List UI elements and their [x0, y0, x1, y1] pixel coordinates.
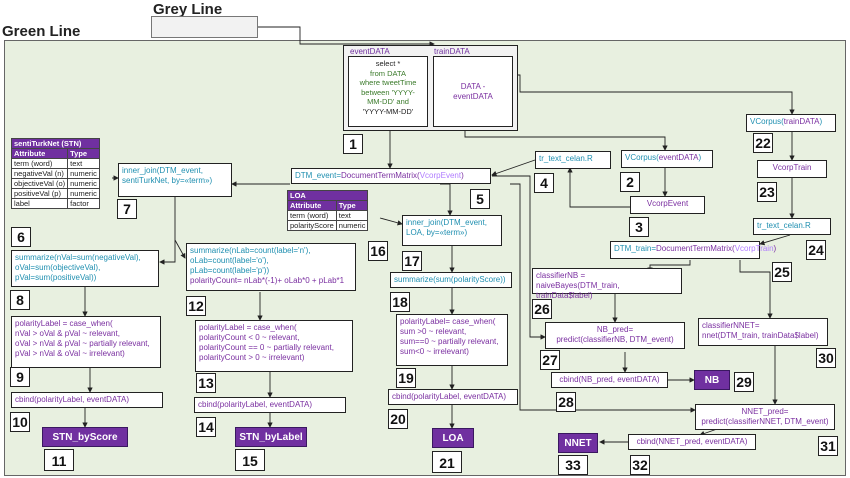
- train-data-box: DATA - eventDATA: [433, 56, 513, 127]
- cbind-nb-box: cbind(NB_pred, eventDATA): [551, 372, 668, 388]
- dtm-event-box: DTM_event=DocumentTermMatrix(VcorpEvent): [291, 168, 491, 184]
- step-number-33: 33: [558, 455, 588, 475]
- step-number-3: 3: [629, 217, 649, 237]
- step-number-19: 19: [396, 368, 416, 388]
- polarity-label-values-box: polarityLabel = case_when(nVal > oVal & …: [11, 316, 161, 368]
- classifier-nb-box: classifierNB =naiveBayes(DTM_train, trai…: [532, 268, 682, 300]
- train-data-label: trainDATA: [434, 47, 470, 56]
- step-number-28: 28: [556, 392, 576, 412]
- polarity-label-sum-box: polarityLabel= case_when(sum >0 ~ releva…: [396, 314, 508, 366]
- tr-text-clean-train-box: tr_text_celan.R: [753, 218, 831, 235]
- vcorpus-event-box: VCorpus(eventDATA): [621, 150, 713, 168]
- nb-pred-box: NB_pred=predict(classifierNB, DTM_event): [545, 322, 685, 349]
- step-number-10: 10: [10, 412, 30, 432]
- step-number-25: 25: [772, 262, 792, 282]
- step-number-2: 2: [620, 172, 640, 192]
- step-number-8: 8: [10, 290, 30, 310]
- inner-join-loa-box: inner_join(DTM_event,LOA, by=«term»): [402, 215, 502, 246]
- cbind-loa-box: cbind(polarityLabel, eventDATA): [388, 389, 518, 405]
- step-number-32: 32: [630, 455, 650, 475]
- step-number-24: 24: [806, 240, 826, 260]
- step-number-4: 4: [534, 173, 554, 193]
- step-number-1: 1: [343, 134, 363, 154]
- cbind-label-box: cbind(polarityLabel, eventDATA): [194, 397, 346, 413]
- grey-line-title: Grey Line: [153, 1, 223, 18]
- grey-line-box: [151, 16, 258, 38]
- step-number-26: 26: [532, 299, 552, 319]
- step-number-21: 21: [432, 451, 462, 473]
- inner-join-stn-box: inner_join(DTM_event,sentiTurkNet, by=«t…: [118, 163, 232, 197]
- event-data-label: eventDATA: [350, 47, 390, 56]
- summarize-values-box: summarize(nVal=sum(negativeVal),oVal=sum…: [11, 250, 159, 287]
- cbind-nnet-box: cbind(NNET_pred, eventDATA): [628, 434, 756, 450]
- step-number-7: 7: [117, 199, 137, 219]
- nb-output: NB: [694, 370, 730, 390]
- nnet-output: NNET: [558, 433, 598, 453]
- cbind-score-box: cbind(polarityLabel, eventDATA): [11, 392, 163, 408]
- step-number-30: 30: [816, 348, 836, 368]
- step-number-14: 14: [196, 417, 216, 437]
- step-number-15: 15: [235, 449, 265, 471]
- summarize-labels-box: summarize(nLab=count(label='n'),oLab=cou…: [186, 243, 356, 291]
- step-number-5: 5: [470, 189, 490, 209]
- loa-output: LOA: [432, 428, 474, 448]
- step-number-17: 17: [402, 251, 422, 271]
- event-data-box: select * from DATA where tweetTime betwe…: [348, 56, 428, 127]
- step-number-31: 31: [818, 436, 838, 456]
- step-number-11: 11: [44, 449, 74, 471]
- step-number-27: 27: [540, 350, 560, 370]
- vcorpus-train-box: VCorpus(trainDATA): [746, 114, 836, 132]
- polarity-label-count-box: polarityLabel = case_when(polarityCount …: [195, 320, 353, 372]
- summarize-polarity-box: summarize(sum(polarityScore)): [390, 272, 512, 288]
- tr-text-clean-event-box: tr_text_celan.R: [535, 151, 611, 169]
- classifier-nnet-box: classifierNNET=nnet(DTM_train, trainData…: [698, 318, 828, 346]
- step-number-16: 16: [368, 241, 388, 261]
- vcorp-event-box: VcorpEvent: [630, 196, 705, 214]
- vcorp-train-box: VcorpTrain: [757, 160, 827, 178]
- step-number-29: 29: [734, 372, 754, 392]
- step-number-20: 20: [388, 409, 408, 429]
- dtm-train-box: DTM_train=DocumentTermMatrix(VcorpTrain): [610, 241, 776, 259]
- step-number-6: 6: [11, 227, 31, 247]
- nnet-pred-box: NNET_pred=predict(classifierNNET, DTM_ev…: [695, 404, 835, 430]
- green-line-title: Green Line: [2, 23, 81, 40]
- stn-by-label-output: STN_byLabel: [235, 427, 307, 447]
- stn-by-score-output: STN_byScore: [42, 427, 128, 447]
- step-number-22: 22: [753, 133, 773, 153]
- step-number-9: 9: [10, 367, 30, 387]
- step-number-13: 13: [196, 373, 216, 393]
- step-number-23: 23: [757, 182, 777, 202]
- step-number-12: 12: [186, 296, 206, 316]
- step-number-18: 18: [390, 292, 410, 312]
